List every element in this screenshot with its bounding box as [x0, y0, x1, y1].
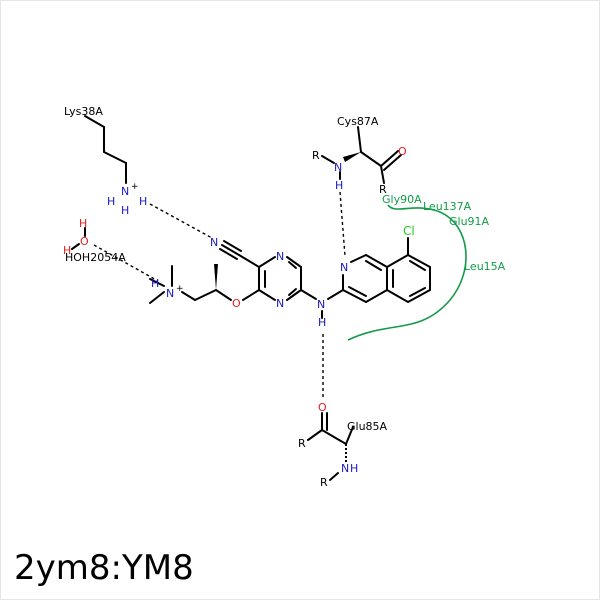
- atom-amine-h: H: [318, 316, 326, 329]
- atom-pyrazine-n2: N: [276, 297, 284, 310]
- atom-cys-r1: R: [312, 149, 320, 162]
- atom-ammonium-h: H: [151, 277, 159, 290]
- atom-amine-n: N: [317, 298, 325, 311]
- atom-glu-o: O: [318, 401, 327, 414]
- atom-water-o: O: [80, 235, 89, 248]
- nitrile-group: [219, 240, 260, 268]
- lys-side-chain: [84, 115, 127, 184]
- atom-glu-r1: R: [298, 437, 306, 450]
- residue-glu85a: Glu85A: [347, 420, 388, 433]
- atom-glu-r2: R: [320, 476, 328, 489]
- residue-leu137a: Leu137A: [423, 200, 472, 213]
- atom-pyrazine-n1: N: [276, 250, 284, 263]
- atom-lys-plus: +: [131, 182, 139, 192]
- atom-glu-h: H: [350, 462, 358, 475]
- atom-ammonium-n: N: [166, 287, 174, 300]
- cys-fragment: [321, 126, 402, 184]
- residue-cys87a: Cys87A: [337, 115, 379, 128]
- pyrazine-ring: [258, 256, 302, 301]
- glu-fragment: [307, 412, 354, 481]
- atom-lys-h2: H: [121, 204, 129, 217]
- atom-chlorine: Cl: [403, 224, 415, 238]
- atom-glu-n: N: [341, 462, 349, 475]
- atom-lys-h3: H: [139, 195, 147, 208]
- ether-chain: [149, 264, 260, 304]
- isoquinoline: [342, 237, 431, 303]
- atom-lys-n: N: [121, 185, 129, 198]
- atom-ammonium-plus: +: [176, 284, 184, 294]
- atom-cys-h: H: [335, 179, 343, 192]
- atom-cys-r2: R: [379, 183, 387, 196]
- residue-leu15a: Leu15A: [464, 260, 506, 273]
- residue-gly90a: Gly90A: [382, 193, 422, 206]
- water-bonds: [71, 227, 86, 250]
- residue-hoh2054a: HOH2054A: [65, 251, 126, 264]
- atom-isoquinoline-n: N: [340, 261, 348, 274]
- atom-cys-o: O: [398, 145, 407, 158]
- residue-glu91a: Glu91A: [449, 215, 490, 228]
- hydrophobic-arc: [347, 204, 467, 341]
- amine-bridge: [300, 289, 344, 319]
- hydrogen-bonds: [93, 191, 346, 398]
- atom-ether-o: O: [232, 297, 241, 310]
- atom-water-h1: H: [79, 217, 87, 230]
- atom-nitrile-n: N: [210, 236, 218, 249]
- structure-caption: 2ym8:YM8: [14, 548, 194, 588]
- atom-water-h2: H: [63, 244, 71, 257]
- atom-cys-n: N: [334, 161, 342, 174]
- atom-lys-h1: H: [107, 195, 115, 208]
- residue-lys38a: Lys38A: [64, 105, 103, 118]
